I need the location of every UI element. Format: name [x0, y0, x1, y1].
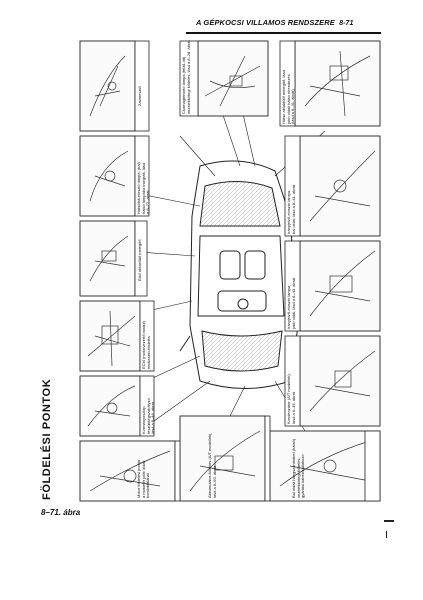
- caption-bottom-right: Bal oldali hangszórókábel (hátsó) vezeté…: [291, 438, 306, 498]
- running-header: A GÉPKOCSI VILLAMOS RENDSZERE 8-71: [186, 18, 381, 34]
- figure-linework: [79, 40, 381, 502]
- panel-sketches: [87, 50, 376, 492]
- header-rule: [186, 32, 381, 34]
- caption-right-upper: Irányjelző-elosztó lámpa, bal oldal, lás…: [286, 184, 296, 234]
- caption-left-middle: Első ablakfűtő melegítő: [137, 239, 142, 281]
- caption-bottom-left: Motor földelési pontja a motortér jobb o…: [136, 459, 151, 498]
- caption-right-middle: Irányjelző-elosztó lámpa, jobb oldal, lá…: [286, 277, 296, 329]
- corner-mark-tick: [386, 531, 387, 538]
- caption-right-lower: Kondenzátor (A/T modellek), lásd a 8–46.…: [286, 373, 296, 424]
- header-page-ref: 8-71: [339, 20, 354, 27]
- caption-top-left: Zavaresztő: [137, 86, 142, 106]
- corner-mark: [384, 520, 394, 522]
- caption-left-upper: Hátsófali-elosztó lámpa, (bal) hátsó lám…: [136, 162, 151, 214]
- caption-boxes: [134, 40, 381, 502]
- caption-top-center: Csomagtértartó lámpa (feláll-ótt) vezeté…: [181, 40, 191, 114]
- car-top-view: [179, 160, 309, 389]
- figure-label: 8–71. ábra: [41, 508, 81, 517]
- sidebar-title: FÖLDELÉSI PONTOK: [41, 378, 53, 500]
- header-title: A GÉPKOCSI VILLAMOS RENDSZERE: [196, 18, 335, 27]
- caption-left-bottom: Kormányoszlop feszültségszabályzó lásd a…: [141, 398, 156, 434]
- caption-top-right: Hátsó ablakfűtő melegítő, lásd jobb olda…: [281, 70, 296, 124]
- caption-bottom-center: Akkumulátor-földelés (A/T modellek), lás…: [207, 432, 217, 498]
- detail-panels: [79, 40, 381, 502]
- caption-left-lower: ECM (motorvezérlő modul) elválasztó-föld…: [141, 321, 151, 369]
- grounding-points-figure: Zavaresztő Csomagtértartó lámpa (feláll-…: [40, 36, 385, 506]
